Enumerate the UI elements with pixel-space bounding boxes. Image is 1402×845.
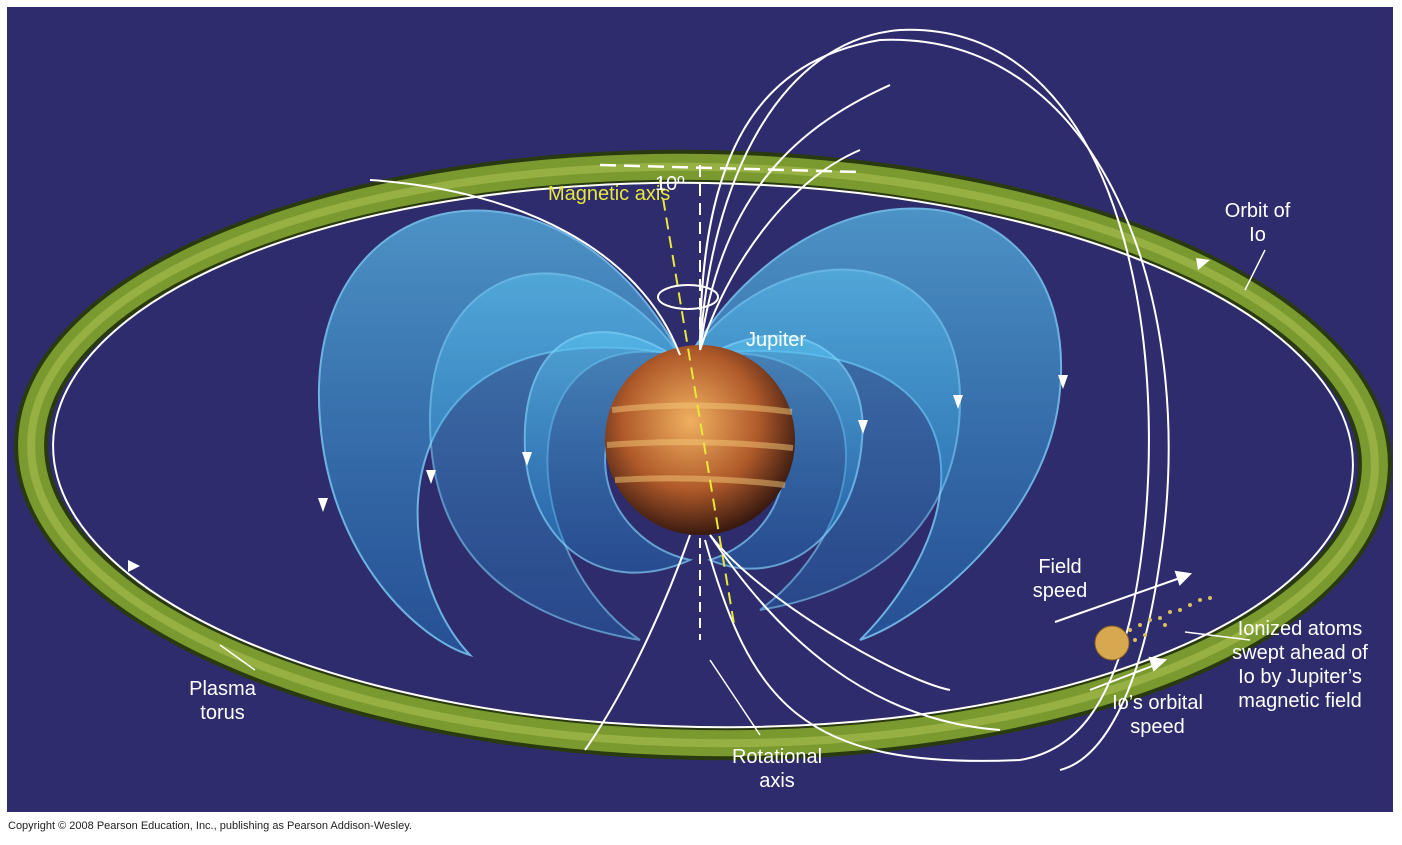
field-speed-label: Field speed <box>1032 556 1088 602</box>
direction-arrow-icons <box>128 258 1210 572</box>
magnetic-field-lobes <box>317 207 1063 658</box>
io-orbital-speed-label: Io’s orbital speed <box>1112 692 1203 738</box>
plasma-torus-label: Plasma torus <box>189 678 256 724</box>
jupiter-bands <box>606 402 794 488</box>
angle-label: 10º <box>655 173 685 195</box>
magnetic-axis-label: Magnetic axis <box>548 183 671 205</box>
orbit-of-io-label: Orbit of Io <box>1224 200 1291 246</box>
leader-lines <box>219 249 1266 736</box>
ionized-atoms <box>1128 596 1212 642</box>
rotation-arrow-icon <box>657 284 719 310</box>
rotational-axis-label: Rotational axis <box>731 746 823 792</box>
ionized-atoms-label: Ionized atoms swept ahead of Io by Jupit… <box>1232 618 1368 712</box>
io-orbit-line <box>52 181 1354 729</box>
magnetic-axis-dashed <box>659 179 736 631</box>
jupiter-label: Jupiter <box>746 329 807 351</box>
top-orbit-dashes <box>599 163 861 174</box>
copyright-text: Copyright © 2008 Pearson Education, Inc.… <box>8 820 412 832</box>
io-moon <box>1094 625 1130 661</box>
field-lines <box>369 28 1170 771</box>
speed-arrows <box>1054 570 1193 691</box>
